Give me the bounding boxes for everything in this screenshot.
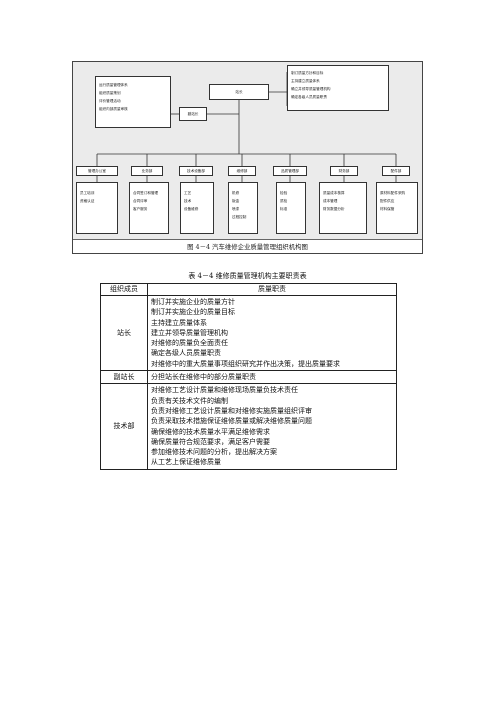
duty-item: 制订并实施企业的质量方针 <box>151 298 235 306</box>
department-duty-item: 员工培训 <box>80 191 95 195</box>
department-duty-item: 成本管理 <box>323 199 338 203</box>
department-duties-box: 检验 质检 标准 <box>276 182 306 234</box>
department-duty-item: 过程控制 <box>232 215 247 219</box>
department-box: 配件部 <box>382 166 410 176</box>
header-duties: 质量职责 <box>147 283 397 296</box>
department-duty-item: 合同评审 <box>133 199 148 203</box>
duty-item: 分担站长在维修中的部分质量职责 <box>151 373 256 382</box>
duty-item: 负责对维修工艺设计质量和对维修实施质量组织评审 <box>151 406 312 415</box>
duty-item: 制订并实施企业的质量目标 <box>151 308 235 317</box>
department-name: 管理办公室 <box>88 168 106 173</box>
department-duty-item: 材料保管 <box>380 207 395 211</box>
department-name: 品质管理部 <box>281 168 299 173</box>
row-duties: 制订并实施企业的质量方针 制订并实施企业的质量目标 主持建立质量体系 建立并领导… <box>147 294 397 372</box>
department-duty-item: 财务数据分析 <box>323 207 345 211</box>
department-duties-box: 工艺 技术 设备维修 <box>180 182 214 234</box>
department-name: 维修部 <box>236 168 248 173</box>
duty-item: 对维修工艺设计质量和维修现场质量负技术责任 <box>151 386 298 395</box>
department-duty-item: 机修 <box>232 191 240 195</box>
stationmaster-box: 站长 <box>209 84 269 100</box>
duty-item: 对维修的质量负全面责任 <box>151 339 228 348</box>
department-duty-item: 设备维修 <box>184 207 199 211</box>
duty-item: 负责采取技术措施保证维修质量或解决维修质量问题 <box>151 417 312 426</box>
department-box: 财务部 <box>330 166 358 176</box>
department-duty-item: 质检 <box>280 199 288 203</box>
deputy-duty-item: 评价管理活动 <box>99 99 121 103</box>
department-duty-item: 喷漆 <box>232 207 240 211</box>
department-duty-item: 资格认证 <box>80 199 95 203</box>
department-duty-item: 检验 <box>280 191 288 195</box>
connector-lines <box>96 72 397 182</box>
row-member: 站长 <box>100 294 148 372</box>
deputy-duty-item: 组织质量策划 <box>99 91 121 95</box>
deputy-duties-box: 运行质量管理体系 组织质量策划 评价管理活动 组织内部质量审核 <box>95 76 171 128</box>
department-duties-box: 质量成本核算 成本管理 财务数据分析 <box>319 182 367 234</box>
table-row: 站长 制订并实施企业的质量方针 制订并实施企业的质量目标 主持建立质量体系 建立… <box>100 294 397 372</box>
master-duty-item: 制订质量方针和目标 <box>291 71 324 75</box>
row-member: 副站长 <box>100 370 148 385</box>
department-name: 配件部 <box>390 168 402 173</box>
department-name: 技术设备部 <box>187 168 205 173</box>
duty-item: 确保质量符合规范要求，满足客户需要 <box>151 437 270 446</box>
org-chart: 运行质量管理体系 组织质量策划 评价管理活动 组织内部质量审核 站长 副站长 制… <box>73 62 422 240</box>
master-duty-item: 确立并领导质量管理机构 <box>291 87 331 91</box>
department-box: 品质管理部 <box>273 166 307 176</box>
table-row: 技术部 对维修工艺设计质量和维修现场质量负技术责任 负责有关技术文件的编制 负责… <box>100 383 397 470</box>
row-member: 技术部 <box>100 383 148 470</box>
department-duty-item: 工艺 <box>184 191 192 195</box>
row-duties: 对维修工艺设计质量和维修现场质量负技术责任 负责有关技术文件的编制 负责对维修工… <box>147 383 397 470</box>
figure-caption: 图 4－4 汽车维修企业质量管理组织机构图 <box>187 243 308 251</box>
header-member: 组织成员 <box>100 283 148 296</box>
department-duties-box: 员工培训 资格认证 <box>76 182 118 234</box>
master-duty-item: 主持建立质量体系 <box>291 79 320 83</box>
duty-item: 确定各级人员质量职责 <box>151 349 221 358</box>
duty-item: 建立并领导质量管理机构 <box>151 328 228 337</box>
table-header-row: 组织成员 质量职责 <box>100 283 397 296</box>
department-duties-box: 机修 钣金 喷漆 过程控制 <box>228 182 258 234</box>
department-box: 维修部 <box>228 166 256 176</box>
duty-item: 参加维修技术问题的分析，提出解决方案 <box>151 448 277 457</box>
department-name: 业务部 <box>141 168 153 173</box>
department-duty-item: 标准 <box>280 207 288 211</box>
deputy-duty-item: 运行质量管理体系 <box>99 83 128 87</box>
department-duty-item: 合同签订和管理 <box>133 191 159 195</box>
deputy-duty-item: 组织内部质量审核 <box>99 107 128 111</box>
department-duties-box: 原材料配件采购 配件供应 材料保管 <box>376 182 418 234</box>
department-box: 业务部 <box>131 166 163 176</box>
duty-item: 负责有关技术文件的编制 <box>151 396 228 405</box>
department-box: 技术设备部 <box>179 166 213 176</box>
department-duty-item: 配件供应 <box>380 199 395 203</box>
department-box: 管理办公室 <box>76 166 118 176</box>
master-duty-item: 确定各级人员质量职责 <box>291 95 327 99</box>
table-title: 表 4－4 维修质量管理机构主要职责表 <box>188 272 307 280</box>
duty-table: 组织成员 质量职责 站长 制订并实施企业的质量方针 制订并实施企业的质量目标 主… <box>100 283 397 470</box>
department-duty-item: 原材料配件采购 <box>380 191 406 195</box>
department-duty-item: 技术 <box>184 199 192 203</box>
duty-item: 确保维修的技术质量水平满足维修需求 <box>151 427 270 436</box>
row-duties: 分担站长在维修中的部分质量职责 <box>147 370 397 385</box>
department-duty-item: 客户服务 <box>133 207 148 211</box>
department-duties-box: 合同签订和管理 合同评审 客户服务 <box>129 182 169 234</box>
department-duty-item: 钣金 <box>232 199 240 203</box>
department-name: 财务部 <box>338 168 350 173</box>
duty-item: 从工艺上保证维修质量 <box>151 458 221 467</box>
org-chart-figure: 运行质量管理体系 组织质量策划 评价管理活动 组织内部质量审核 站长 副站长 制… <box>72 61 423 254</box>
stationmaster-label: 站长 <box>235 89 243 94</box>
deputy-box: 副站长 <box>179 107 207 121</box>
master-duties-box: 制订质量方针和目标 主持建立质量体系 确立并领导质量管理机构 确定各级人员质量职… <box>287 65 389 111</box>
deputy-label: 副站长 <box>187 111 199 116</box>
table-row: 副站长 分担站长在维修中的部分质量职责 <box>100 370 397 385</box>
duty-item: 对维修中的重大质量事项组织研究并作出决策，提出质量要求 <box>151 359 340 368</box>
department-duty-item: 质量成本核算 <box>323 191 345 195</box>
duty-item: 主持建立质量体系 <box>151 318 207 327</box>
